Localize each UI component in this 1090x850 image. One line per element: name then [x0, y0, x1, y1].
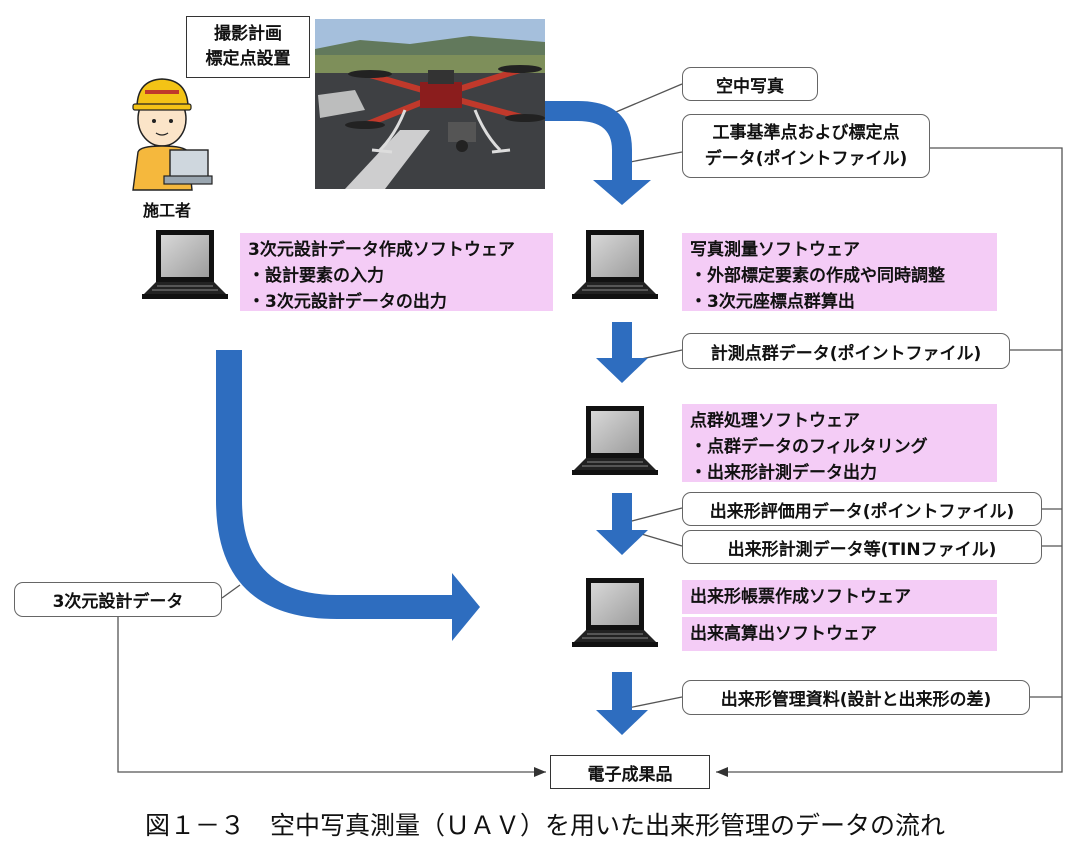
arrowhead-left-line: [534, 767, 546, 777]
photo-software-item-1: ・外部標定要素の作成や同時調整: [690, 266, 945, 286]
point-cloud-data-callout: 計測点群データ(ポイントファイル): [682, 333, 1010, 369]
management-data-callout: 出来形管理資料(設計と出来形の差): [682, 680, 1030, 715]
plan-box-line2: 標定点設置: [205, 49, 291, 69]
laptop-icon-photo: [572, 230, 658, 299]
arrow-down-2: [596, 493, 648, 555]
control-points-line2: データ(ポイントファイル): [704, 149, 908, 169]
design-software-box: 3次元設計データ作成ソフトウェア ・設計要素の入力 ・3次元設計データの出力: [240, 233, 553, 312]
drone-photo: [315, 19, 545, 189]
arrowhead-right-bus: [716, 767, 728, 777]
cloud-software-item-2: ・出来形計測データ出力: [690, 463, 877, 483]
measure-data-callout: 出来形計測データ等(TINファイル): [682, 530, 1042, 564]
arrow-down-1: [596, 322, 648, 383]
flow-arrows: [216, 101, 651, 735]
design-data-callout: 3次元設計データ: [14, 582, 222, 617]
design-software-title: 3次元設計データ作成ソフトウェア: [248, 240, 515, 260]
cloud-software-box: 点群処理ソフトウェア ・点群データのフィルタリング ・出来形計測データ出力: [682, 404, 997, 483]
laptop-icon-report: [572, 578, 658, 647]
volume-software-box: 出来高算出ソフトウェア: [682, 617, 997, 651]
connector-lines: [117, 83, 1063, 773]
arrow-photo-to-software: [545, 101, 651, 205]
cloud-software-item-1: ・点群データのフィルタリング: [690, 437, 928, 457]
worker-label: 施工者: [143, 201, 192, 220]
plan-box-line1: 撮影計画: [214, 24, 282, 44]
laptop-icon-design: [142, 230, 228, 299]
control-points-line1: 工事基準点および標定点: [712, 123, 900, 143]
aerial-photo-callout: 空中写真: [682, 67, 818, 101]
laptop-icon-cloud: [572, 406, 658, 475]
arrow-design-to-report: [216, 350, 480, 641]
photo-software-item-2: ・3次元座標点群算出: [690, 292, 855, 312]
design-software-item-1: ・設計要素の入力: [248, 266, 384, 286]
design-software-item-2: ・3次元設計データの出力: [248, 292, 447, 312]
eval-data-callout: 出来形評価用データ(ポイントファイル): [682, 492, 1042, 526]
photo-software-box: 写真測量ソフトウェア ・外部標定要素の作成や同時調整 ・3次元座標点群算出: [682, 233, 997, 312]
photo-software-title: 写真測量ソフトウェア: [690, 240, 860, 260]
laptop-icons: [142, 230, 658, 647]
figure-caption: 図１－３ 空中写真測量（ＵＡＶ）を用いた出来形管理のデータの流れ: [144, 811, 945, 840]
cloud-software-title: 点群処理ソフトウェア: [690, 411, 860, 431]
report-software-box: 出来形帳票作成ソフトウェア: [682, 580, 997, 614]
control-points-callout: 工事基準点および標定点 データ(ポイントファイル): [682, 114, 930, 178]
arrow-down-3: [596, 672, 648, 735]
plan-box: 撮影計画 標定点設置: [186, 16, 310, 78]
deliverable-box: 電子成果品: [550, 755, 710, 789]
worker-icon: [132, 78, 213, 191]
